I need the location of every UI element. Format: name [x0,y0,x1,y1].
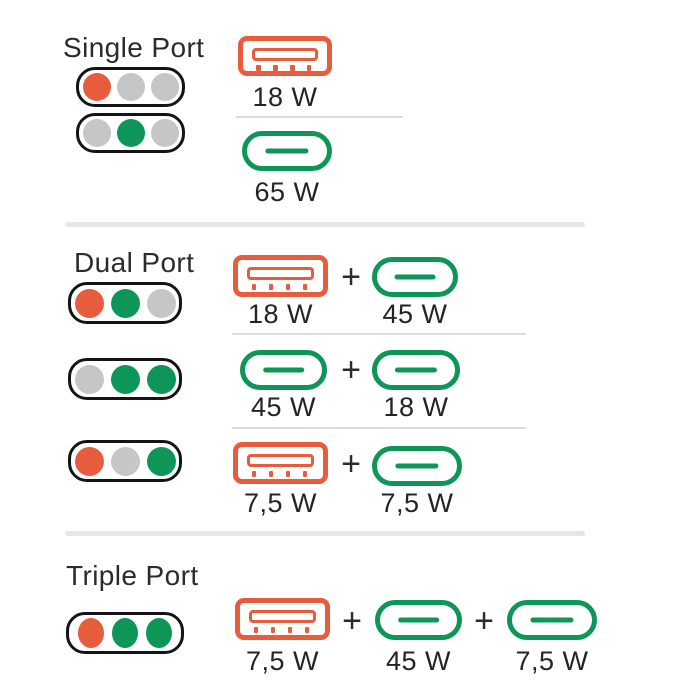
usb-a-pin [304,627,310,633]
usb-a-tongue [247,454,314,467]
port-status-indicator [68,282,182,324]
usb-c-port-icon [372,446,462,486]
usb-c-center-line [394,274,436,280]
usb-a-port-icon [238,36,332,76]
section-divider [65,222,585,227]
usb-c-center-line [262,367,305,373]
port-status-indicator [68,440,182,482]
watt-label: 18 W [252,82,318,112]
plus-sign: + [341,258,361,296]
status-dot-orange [78,618,104,648]
usb-a-pin [273,65,278,71]
status-dot-green [110,288,140,318]
status-dot-orange [74,446,104,476]
watt-label: 18 W [383,392,449,422]
status-dot-gray [110,446,140,476]
row-divider [236,116,403,118]
usb-a-tongue [252,48,318,61]
usb-c-port-icon [242,131,332,171]
status-dot-gray [116,73,145,101]
usb-c-port-icon [240,350,327,390]
port-status-indicator [68,358,182,400]
status-dot-orange [82,73,111,101]
usb-a-port-icon [233,255,328,297]
usb-a-port-icon [233,442,328,484]
section-title: Dual Port [74,247,195,278]
status-dot-gray [82,119,111,147]
status-dot-green [146,364,176,394]
usb-c-center-line [394,367,438,373]
section-title: Single Port [63,32,205,63]
watt-label: 7,5 W [380,488,454,518]
status-dot-green [146,446,176,476]
plus-sign: + [342,602,362,640]
status-dot-green [112,618,138,648]
usb-a-tongue [249,610,316,623]
usb-a-pin [287,627,293,633]
row-divider [232,333,526,335]
watt-label: 7,5 W [515,646,589,676]
usb-a-pin [290,65,295,71]
plus-sign: + [474,602,494,640]
usb-a-pin [256,65,261,71]
watt-label: 65 W [254,177,320,207]
usb-a-pin [306,65,312,71]
port-status-indicator [76,113,185,153]
plus-sign: + [341,351,361,389]
usb-c-center-line [530,617,574,623]
status-dot-gray [150,119,179,147]
usb-c-port-icon [372,350,460,390]
status-dot-green [116,119,145,147]
port-status-indicator [76,67,185,107]
usb-a-pin [270,627,276,633]
watt-label: 45 W [250,392,317,422]
usb-a-pin [302,471,308,477]
usb-c-port-icon [507,600,597,640]
usb-a-pin [302,284,308,290]
usb-c-center-line [265,148,309,154]
usb-a-port-icon [235,598,330,640]
usb-a-pin [251,284,257,290]
watt-label: 18 W [247,299,314,329]
watt-label: 45 W [382,299,448,329]
usb-a-pin [251,471,257,477]
usb-a-pin [285,284,291,290]
usb-a-pin [253,627,259,633]
usb-c-port-icon [372,257,458,297]
usb-a-pin [268,284,274,290]
port-status-indicator [66,612,184,654]
usb-a-tongue [247,267,314,280]
row-divider [232,427,526,429]
usb-c-center-line [395,463,439,469]
usb-c-center-line [397,617,440,623]
section-divider [65,531,585,536]
plus-sign: + [341,445,361,483]
status-dot-gray [146,288,176,318]
watt-label: 45 W [385,646,452,676]
status-dot-gray [150,73,179,101]
status-dot-green [146,618,172,648]
status-dot-gray [74,364,104,394]
section-title: Triple Port [66,560,199,591]
status-dot-orange [74,288,104,318]
status-dot-green [110,364,140,394]
usb-a-pin [285,471,291,477]
usb-a-pin [268,471,274,477]
watt-label: 7,5 W [245,646,320,676]
watt-label: 7,5 W [243,488,318,518]
usb-c-port-icon [375,600,462,640]
